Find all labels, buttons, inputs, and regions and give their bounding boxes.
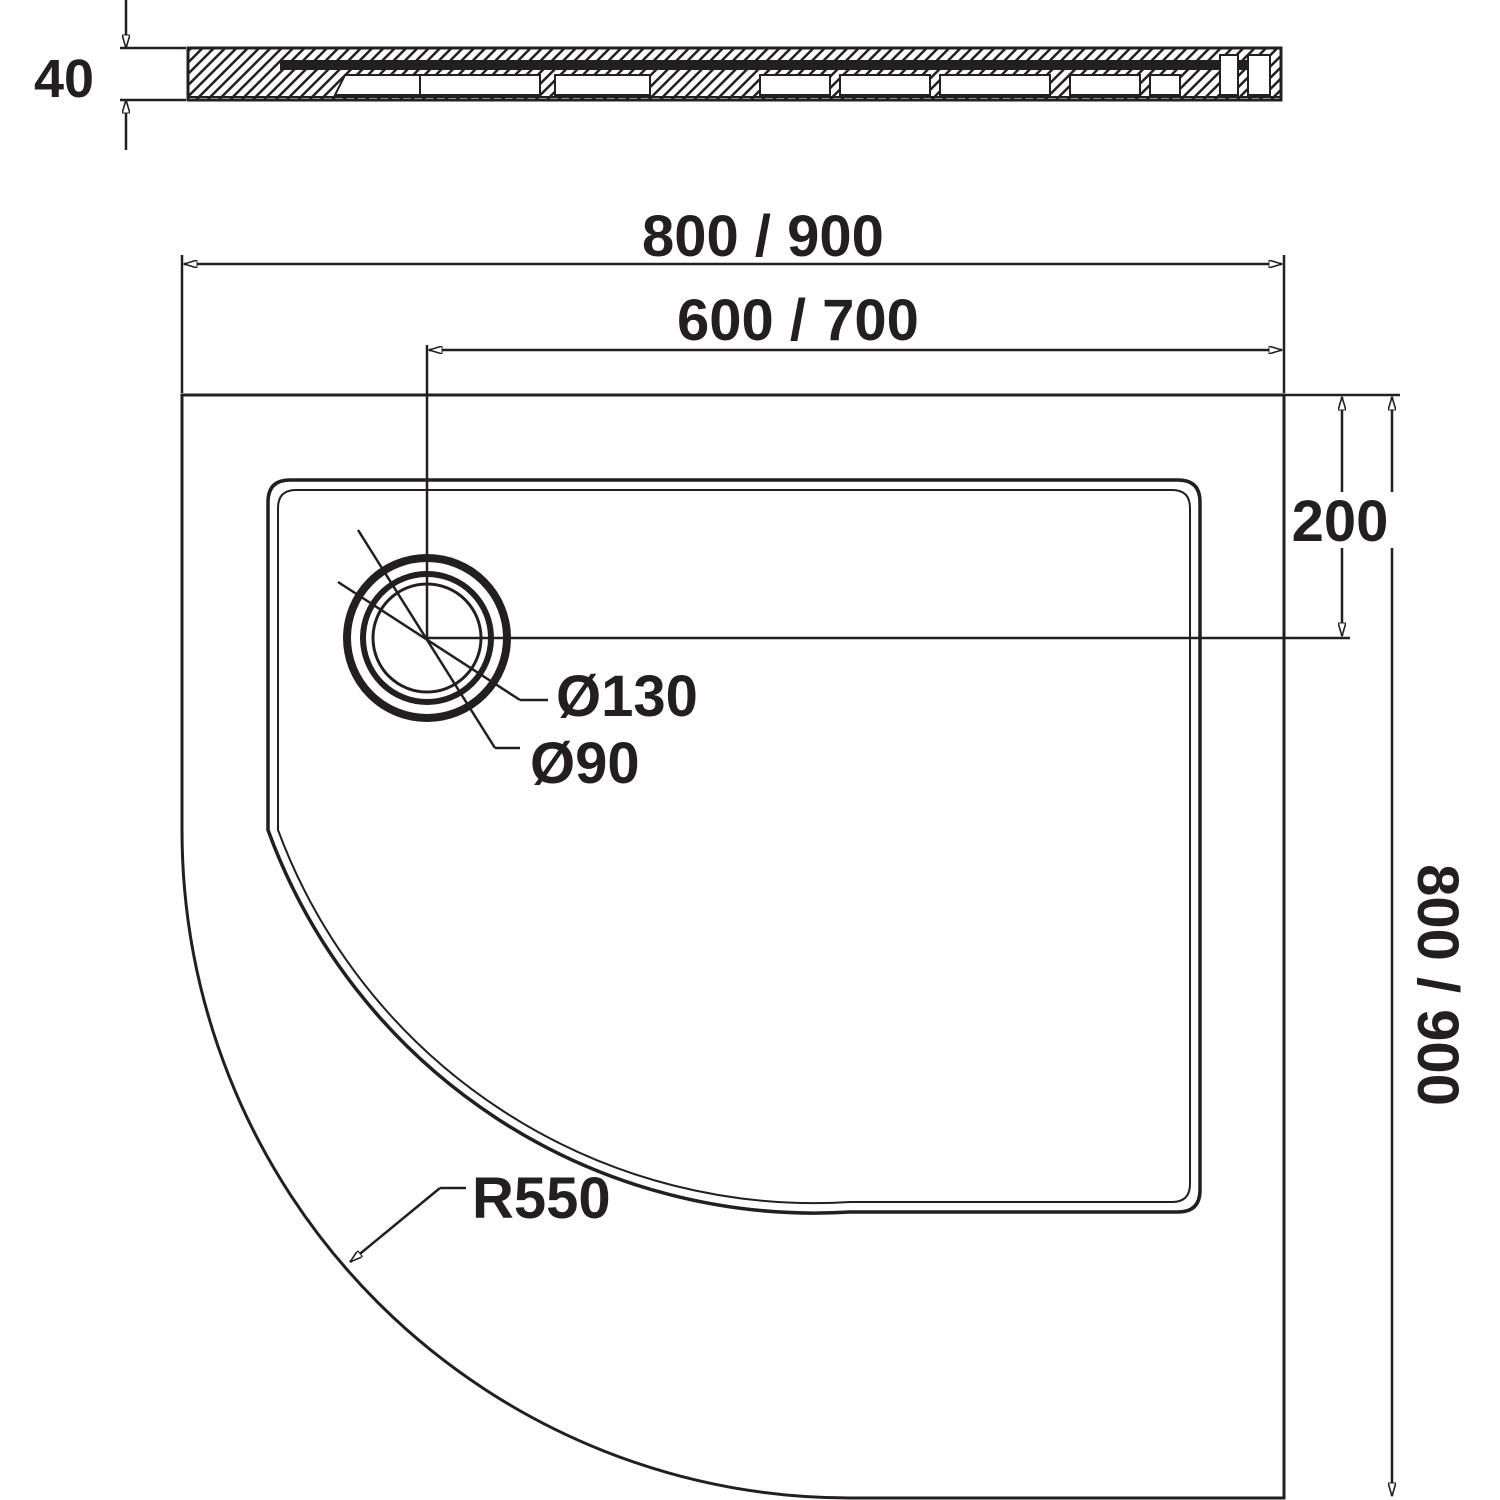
radius-dimension: [350, 1186, 466, 1262]
drain-inner-label: Ø90: [530, 731, 640, 796]
inner-width-label: 600 / 700: [677, 288, 919, 353]
height-label: 40: [34, 49, 94, 109]
width-dimensions: [180, 255, 1400, 1496]
drain: [337, 345, 1350, 750]
radius-label: R550: [472, 1166, 611, 1231]
side-profile: [186, 46, 1283, 102]
drain-offset-label: 200: [1292, 489, 1389, 554]
outer-depth-label: 800 / 900: [1405, 864, 1470, 1106]
outer-width-label: 800 / 900: [642, 204, 884, 269]
tray-outline: [180, 393, 1286, 1500]
height-dimension: [120, 0, 186, 150]
drain-outer-label: Ø130: [556, 664, 698, 729]
